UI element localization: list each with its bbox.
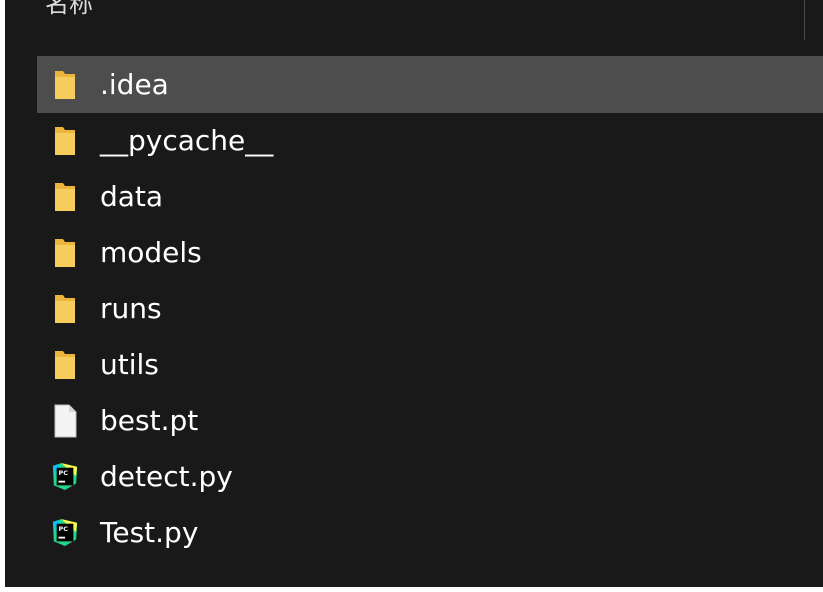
svg-text:PC: PC: [59, 525, 69, 533]
file-name: data: [100, 180, 164, 213]
folder-icon: [52, 348, 78, 382]
folder-icon: [52, 236, 78, 270]
list-item[interactable]: PC detect.py: [37, 449, 823, 505]
pycharm-file-icon: PC: [52, 460, 78, 494]
file-name: best.pt: [100, 404, 199, 437]
file-name: models: [100, 236, 202, 269]
file-name: __pycache__: [100, 124, 274, 157]
file-name: .idea: [100, 67, 169, 101]
list-item[interactable]: data: [37, 169, 823, 225]
file-name: utils: [100, 348, 159, 381]
file-explorer-window: 名称 .idea __pycache__: [5, 0, 823, 587]
list-item[interactable]: PC Test.py: [37, 505, 823, 561]
list-item[interactable]: best.pt: [37, 393, 823, 449]
list-item[interactable]: runs: [37, 281, 823, 337]
folder-icon: [52, 180, 78, 214]
svg-text:PC: PC: [59, 469, 69, 477]
file-name: Test.py: [100, 516, 199, 549]
file-name: runs: [100, 292, 162, 325]
list-item[interactable]: utils: [37, 337, 823, 393]
folder-icon: [52, 68, 78, 102]
list-item[interactable]: models: [37, 225, 823, 281]
list-item[interactable]: __pycache__: [37, 113, 823, 169]
blank-file-icon: [52, 404, 78, 438]
file-list: .idea __pycache__ data: [37, 56, 823, 561]
file-name: detect.py: [100, 460, 233, 493]
pycharm-file-icon: PC: [52, 516, 78, 550]
folder-icon: [52, 124, 78, 158]
column-divider[interactable]: [804, 0, 805, 40]
column-header[interactable]: 名称: [5, 0, 823, 40]
list-item[interactable]: .idea: [37, 56, 823, 113]
name-column-header[interactable]: 名称: [45, 0, 93, 18]
folder-icon: [52, 292, 78, 326]
